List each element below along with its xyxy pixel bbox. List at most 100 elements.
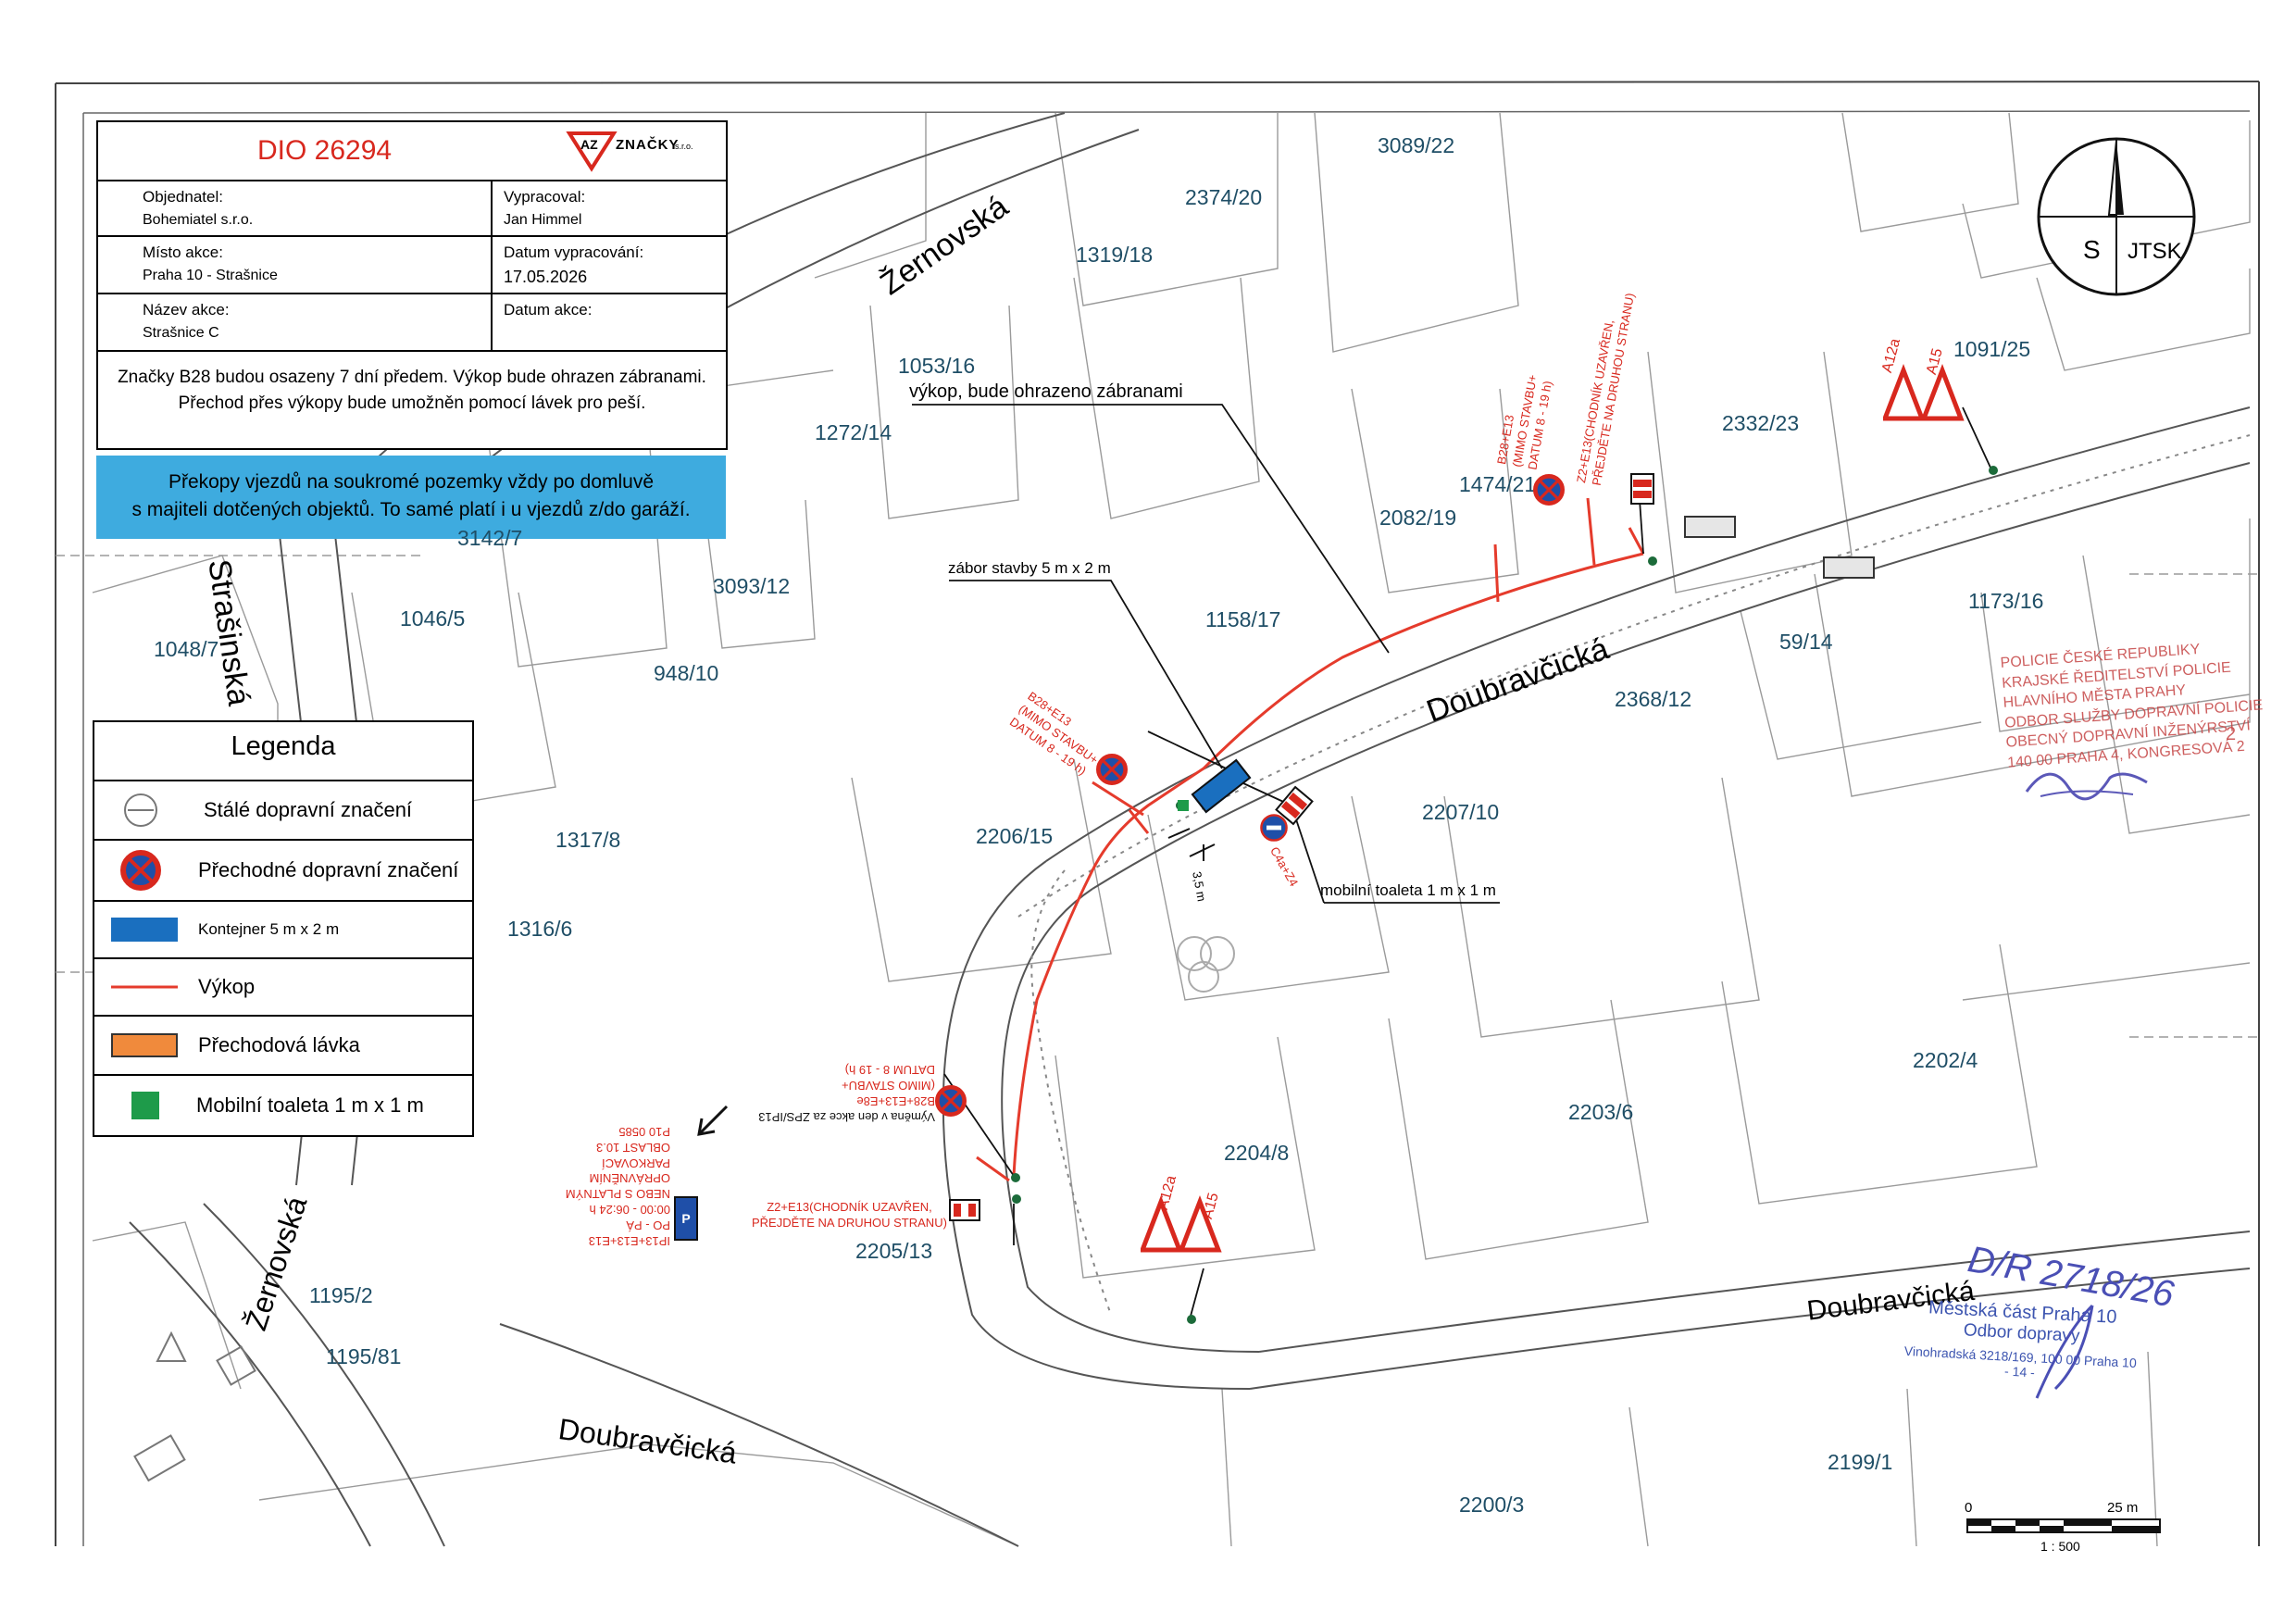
temporary-sign-c4a: [1260, 814, 1288, 842]
legend-label-excavation: Výkop: [198, 975, 256, 998]
note-z2-low-line1: Z2+E13(CHODNÍK UZAVŘEN,: [767, 1200, 932, 1214]
action-name-cell: Název akce: Strašnice C: [98, 294, 493, 352]
parcel-1048-7: 1048/7: [154, 637, 219, 661]
parcel-2332-23: 2332/23: [1722, 411, 1800, 435]
temporary-sign-b28-top: [1533, 474, 1565, 506]
scale-bar: 0 25 m 1 : 500: [1965, 1500, 2161, 1555]
action-date-cell: Datum akce:: [493, 294, 726, 352]
parcel-1046-5: 1046/5: [400, 606, 466, 631]
temporary-sign-icon: [120, 850, 161, 891]
cadastral-lines: [56, 112, 2259, 1547]
parcel-2205-13: 2205/13: [855, 1239, 933, 1263]
legend-label-toilet: Mobilní toaleta 1 m x 1 m: [196, 1093, 424, 1117]
title-note-line2: Přechod přes výkopy bude umožněn pomocí …: [178, 393, 646, 413]
parcel-3089-22: 3089/22: [1378, 133, 1455, 157]
logo-suffix: s.r.o.: [675, 142, 693, 151]
parcel-2374-20: 2374/20: [1185, 185, 1263, 209]
parcel-2199-1: 2199/1: [1828, 1450, 1893, 1474]
parcel-2202-4: 2202/4: [1913, 1048, 1978, 1072]
legend-label-container: Kontejner 5 m x 2 m: [198, 920, 340, 938]
legend-label-temporary: Přechodné dopravní značení: [198, 858, 459, 881]
footbridge-swatch: [111, 1033, 178, 1057]
parcel-1317-8: 1317/8: [555, 828, 621, 852]
date-prepared-cell: Datum vypracování: 17.05.2026: [493, 237, 726, 294]
police-stamp-number: 2: [2226, 724, 2237, 744]
parcel-2082-19: 2082/19: [1379, 506, 1457, 530]
prepared-by-cell: Vypracoval: Jan Himmel: [493, 181, 726, 237]
legend-label-permanent: Stálé dopravní značení: [204, 798, 413, 821]
note-b28-low-line4: DATUM 8 - 19 h): [844, 1063, 935, 1078]
note-ip13-line8: P10 0585: [618, 1124, 670, 1139]
location-value: Praha 10 - Strašnice: [143, 267, 278, 283]
parcel-2368-12: 2368/12: [1615, 687, 1692, 711]
compass-north-letter: S: [2083, 235, 2101, 264]
parcel-1272-14: 1272/14: [815, 420, 892, 444]
compass-system: JTSK: [2128, 239, 2182, 264]
temporary-sign-b28-mid: [1096, 754, 1128, 785]
parcel-1474-21: 1474/21: [1459, 472, 1537, 496]
action-date-label: Datum akce:: [504, 301, 593, 319]
warning-signs-bottom: [1141, 1195, 1222, 1253]
location-cell: Místo akce: Praha 10 - Strašnice: [98, 237, 493, 294]
scale-length: 25 m: [2107, 1500, 2139, 1516]
action-name-label: Název akce:: [143, 301, 230, 319]
legend-row-footbridge: Přechodová lávka: [94, 1015, 472, 1074]
ordered-by-label: Objednatel:: [143, 188, 223, 206]
note-b28-low-line3: (MIMO STAVBU+: [842, 1079, 935, 1093]
note-b28-low-line1: Výměna v den akce za ZPS/IP13: [758, 1110, 935, 1124]
parcel-2203-6: 2203/6: [1568, 1100, 1634, 1124]
legend-row-container: Kontejner 5 m x 2 m: [94, 900, 472, 957]
note-z2-low-line2: PŘEJDĚTE NA DRUHOU STRANU): [752, 1215, 947, 1230]
title-block: DIO 26294 AZ ZNAČKY s.r.o. Objednatel: B…: [96, 120, 728, 450]
note-ip13-line1: IP13+E13+E13: [588, 1234, 670, 1248]
parcel-2204-8: 2204/8: [1224, 1141, 1290, 1165]
legend-row-temporary: Přechodné dopravní značení: [94, 839, 472, 900]
parcel-1195-2: 1195/2: [309, 1283, 373, 1307]
legend-box: Legenda Stálé dopravní značení Přechodné…: [93, 720, 474, 1137]
legend-label-footbridge: Přechodová lávka: [198, 1033, 360, 1056]
construction-zone-note: zábor stavby 5 m x 2 m: [948, 559, 1111, 577]
logo-letters: AZ: [580, 137, 598, 152]
municipal-signature: [2035, 1304, 2094, 1399]
excavation-line-swatch: [111, 985, 178, 989]
parcel-2200-3: 2200/3: [1459, 1493, 1525, 1517]
date-prepared-label: Datum vypracování:: [504, 244, 644, 261]
title-note-line1: Značky B28 budou osazeny 7 dní předem. V…: [118, 368, 706, 387]
police-signature: [2025, 772, 2148, 801]
excavation-fenced-note: výkop, bude ohrazeno zábranami: [909, 381, 1183, 402]
parcel-2207-10: 2207/10: [1422, 800, 1500, 824]
parking-sign-ip13: P: [674, 1196, 698, 1241]
note-ip13-line6: PARKOVACÍ: [602, 1156, 670, 1170]
ordered-by-cell: Objednatel: Bohemiatel s.r.o.: [98, 181, 493, 237]
note-ip13-line2: PO - PÁ: [626, 1218, 670, 1233]
note-ip13-line5: OPRÁVNĚNÍM: [589, 1171, 670, 1186]
barrier-z2-low: [949, 1199, 980, 1221]
note-ip13-line7: OBLAST 10.3: [596, 1140, 670, 1155]
excavation-route: [976, 497, 1645, 1182]
note-z2-low: Z2+E13(CHODNÍK UZAVŘEN, PŘEJDĚTE NA DRUH…: [752, 1200, 947, 1231]
parcel-3093-12: 3093/12: [713, 574, 791, 598]
legend-row-excavation: Výkop: [94, 957, 472, 1015]
temporary-sign-b28-low: [935, 1085, 967, 1117]
barrier-z2-mid: [1275, 785, 1314, 826]
company-logo: AZ ZNAČKY s.r.o.: [566, 128, 705, 172]
dio-number: DIO 26294: [257, 135, 393, 166]
mobile-toilet-marker: [1178, 800, 1189, 811]
private-access-note-line1: Překopy vjezdů na soukromé pozemky vždy …: [168, 471, 655, 493]
permanent-sign-icon: [124, 793, 157, 827]
note-ip13: IP13+E13+E13 PO - PÁ 00:00 - 06:24 h NEB…: [566, 1123, 670, 1248]
private-access-note-line2: s majiteli dotčených objektů. To samé pl…: [131, 499, 691, 521]
ordered-by-value: Bohemiatel s.r.o.: [143, 211, 254, 228]
private-access-note: Překopy vjezdů na soukromé pozemky vždy …: [96, 456, 726, 539]
legend-title: Legenda: [231, 731, 336, 761]
barrier-z2-top: [1630, 473, 1654, 505]
parcel-59-14: 59/14: [1779, 630, 1833, 654]
note-ip13-line3: 00:00 - 06:24 h: [589, 1203, 670, 1218]
parcel-1053-16: 1053/16: [898, 354, 976, 378]
title-note: Značky B28 budou osazeny 7 dní předem. V…: [98, 365, 726, 416]
parcel-948-10: 948/10: [654, 661, 719, 685]
parcel-1091-25: 1091/25: [1953, 337, 2031, 361]
note-b28-low: Výměna v den akce za ZPS/IP13 B28+E13+E8…: [758, 1061, 935, 1124]
toilet-swatch: [131, 1092, 159, 1119]
